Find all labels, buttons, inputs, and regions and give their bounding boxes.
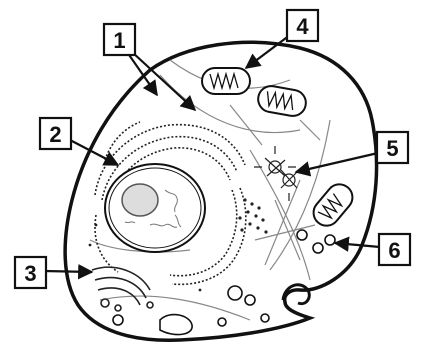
label-box-5: 5 bbox=[377, 132, 408, 163]
nucleolus bbox=[122, 184, 158, 216]
nucleus bbox=[105, 164, 205, 252]
label-box-4: 4 bbox=[287, 10, 318, 41]
label-text-1: 1 bbox=[113, 28, 125, 53]
label-box-6: 6 bbox=[379, 234, 410, 265]
label-text-4: 4 bbox=[296, 14, 309, 39]
label-box-2: 2 bbox=[40, 118, 71, 149]
mitochondria bbox=[202, 68, 358, 231]
label-text-3: 3 bbox=[24, 261, 36, 286]
label-text-6: 6 bbox=[388, 238, 400, 263]
label-box-3: 3 bbox=[15, 257, 46, 288]
label-box-1: 1 bbox=[104, 24, 135, 55]
label-text-5: 5 bbox=[386, 136, 398, 161]
golgi-apparatus bbox=[92, 267, 153, 311]
centrioles bbox=[254, 146, 297, 201]
label-text-2: 2 bbox=[49, 122, 61, 147]
